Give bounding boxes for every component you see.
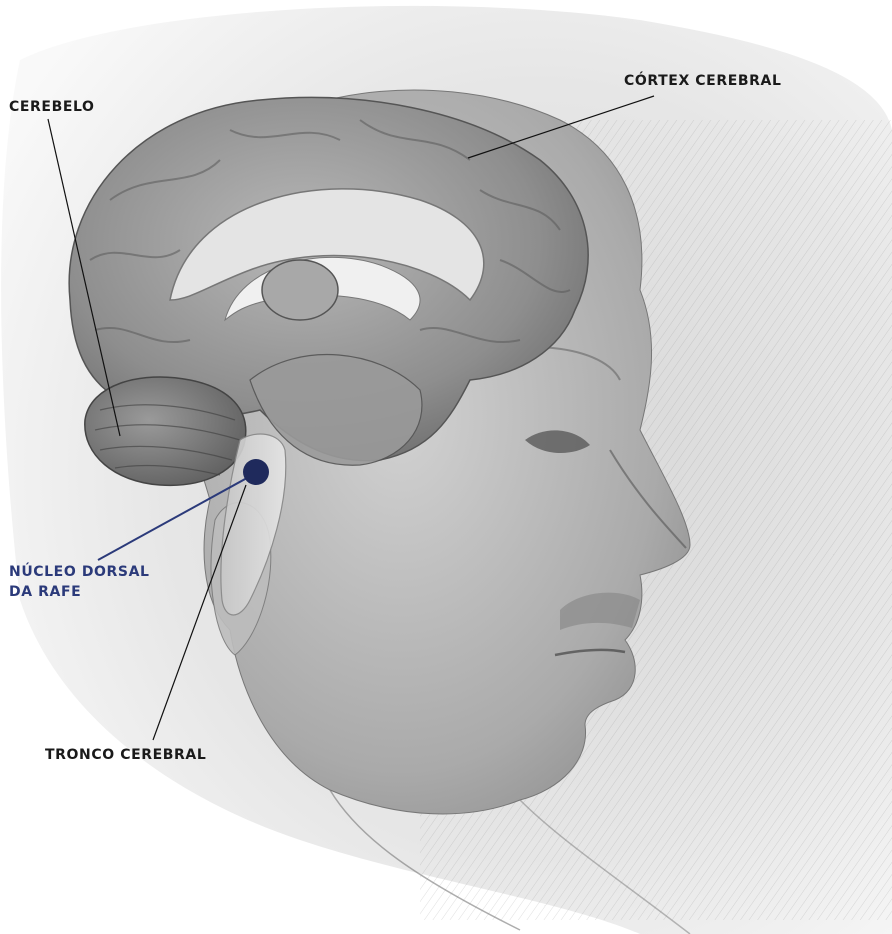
- nucleo-label-line2: DA RAFE: [9, 583, 81, 602]
- tronco-label: TRONCO CEREBRAL: [45, 746, 206, 765]
- nucleo-label-line1: NÚCLEO DORSAL: [9, 563, 150, 582]
- cerebelo-label: CEREBELO: [9, 98, 95, 117]
- nucleo-marker-icon: [243, 459, 269, 485]
- cortex-label: CÓRTEX CEREBRAL: [624, 72, 782, 91]
